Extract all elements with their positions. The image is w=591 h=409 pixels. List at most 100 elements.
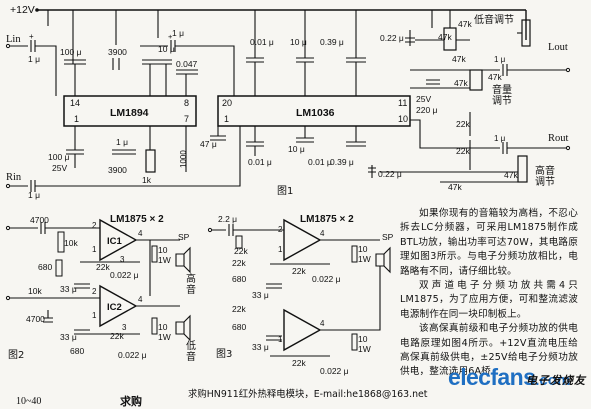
ic2-opamp <box>99 284 138 328</box>
lout-label: Lout <box>548 42 568 53</box>
c-47u: 47 μ <box>200 139 217 149</box>
logo-wordmark: elecfans.com <box>448 364 571 390</box>
c-1u-lin: 1 μ <box>28 54 40 64</box>
r-47k-d: 47k <box>448 182 462 192</box>
r-22k-b: 22k <box>456 146 470 156</box>
ic2-label: IC2 <box>107 302 122 313</box>
r-22k-fb-b-fig3: 22k <box>292 358 306 368</box>
ic1-label: IC1 <box>107 236 123 247</box>
sp-label-fig2: SP <box>178 232 190 242</box>
ic2-pin-3: 3 <box>122 323 127 332</box>
rin-label: Rin <box>6 172 22 183</box>
c-10u-b: 10 μ <box>290 37 307 47</box>
c-4700-b: 4700 <box>26 314 45 324</box>
c-022-a: 0.22 μ <box>380 33 404 43</box>
speaker-icon <box>175 314 191 342</box>
lin-label: Lin <box>6 34 21 45</box>
ic1-pin-1: 1 <box>92 245 97 254</box>
pin-7: 7 <box>184 114 189 124</box>
volume-adjust-label: 音量调节 <box>492 83 512 107</box>
ic3a-opamp <box>283 218 322 262</box>
r-47k-bass: 47k <box>458 19 472 29</box>
r-680-a: 680 <box>38 262 52 272</box>
woofer-label: 低音 <box>186 339 196 363</box>
c-001-b: 0.01 μ <box>248 157 272 167</box>
fig3-pin-1a: 1 <box>278 245 283 254</box>
r-47k-a: 47k <box>438 32 452 42</box>
svg-text:+: + <box>29 32 34 41</box>
pin-1: 1 <box>74 114 79 124</box>
figure-3-caption: 图3 <box>216 348 232 360</box>
figure-1-schematic: +12V Lin + 1 μ 100 μ 3900 10 μ 0.047 1 μ… <box>5 4 571 200</box>
speaker-icon <box>375 246 391 274</box>
r-22k-fb-b: 22k <box>110 331 124 341</box>
c-0022-b: 0.022 μ <box>118 350 147 360</box>
treble-pot <box>517 155 528 183</box>
c-039-b: 0.39 μ <box>330 157 354 167</box>
pin-11: 11 <box>398 98 407 108</box>
c-0022-b-fig3: 0.022 μ <box>320 366 349 376</box>
article-text: 如果你现有的音箱较为高档，不忍心拆去LC分频器，可采用LM1875制作成BTL功… <box>400 207 578 380</box>
article-paragraph-3: 该高保真前级和电子分频功放的供电电路原理如图4所示。+12V直流电压给高保真前级… <box>400 323 578 378</box>
r-680-a-fig3: 680 <box>232 274 246 284</box>
r-47k-treble: 47k <box>504 170 518 180</box>
supply-label: +12V <box>10 4 35 16</box>
ic1-pin-3: 3 <box>120 255 125 264</box>
lm1036-label: LM1036 <box>296 107 335 119</box>
ic3b-opamp <box>283 308 322 352</box>
r-47k-vol: 47k <box>488 72 502 82</box>
c-1u-b: 1 μ <box>116 137 128 147</box>
footer-ad: 求购HN911红外热释电模块，E-mail:he1868@163.net <box>188 389 428 400</box>
c-10u-a: 10 μ <box>158 44 175 54</box>
fig3-pin-2a: 2 <box>278 225 283 234</box>
page-number: 10~40 <box>16 396 42 407</box>
r-22k-a: 22k <box>456 119 470 129</box>
c-039-a: 0.39 μ <box>320 37 344 47</box>
r-10k-a: 10k <box>64 238 78 248</box>
c-33u-a: 33 μ <box>60 284 77 294</box>
pot-1k: 1k <box>142 175 152 185</box>
pin-10: 10 <box>398 114 408 124</box>
pin-20: 20 <box>222 98 232 108</box>
r-22k-a-fig3: 22k <box>232 258 246 268</box>
c-1u-rin: 1 μ <box>28 190 40 200</box>
r-3900-b: 3900 <box>108 165 127 175</box>
lm1894-chip <box>63 95 197 127</box>
c-4700-a: 4700 <box>30 215 49 225</box>
pin-8: 8 <box>184 98 189 108</box>
figure-2-schematic: LM1875 × 2 4700 10k 680 33 μ IC1 2 1 4 3… <box>5 214 196 363</box>
fig3-pin-4a: 4 <box>320 229 325 238</box>
fig3-pin-1b: 1 <box>278 335 283 344</box>
pin-1b: 1 <box>224 114 229 124</box>
ic2-pin-1: 1 <box>92 311 97 320</box>
c-33u-a-fig3: 33 μ <box>252 290 269 300</box>
article-paragraph-1: 如果你现有的音箱较为高档，不忍心拆去LC分频器，可采用LM1875制作成BTL功… <box>400 208 578 277</box>
lm1036-chip <box>217 95 411 127</box>
r-22k-in: 22k <box>234 246 248 256</box>
c-1u-top: 1 μ <box>172 28 184 38</box>
r-22k-fb-a-fig3: 22k <box>292 266 306 276</box>
c-1u-lout: 1 μ <box>494 55 506 64</box>
bass-adjust-label: 低音调节 <box>474 13 514 26</box>
c-022-b: 0.22 μ <box>378 169 402 179</box>
ic2-pin-2: 2 <box>92 287 97 296</box>
r-680-b: 680 <box>70 346 84 356</box>
ic1-pin-4: 4 <box>138 229 143 238</box>
c-33u-b: 33 μ <box>60 332 77 342</box>
c-33u-b-fig3: 33 μ <box>252 342 269 352</box>
logo-tagline: 电子发烧友 <box>526 374 586 387</box>
r-22k-fb-a: 22k <box>96 262 110 272</box>
speaker-icon <box>175 246 191 274</box>
figure-3-schematic: LM1875 × 2 2.2 μ 22k 22k 680 33 μ 1 4 2 … <box>207 214 394 376</box>
tweeter-label: 高音 <box>186 272 196 296</box>
c-0022-a-fig3: 0.022 μ <box>312 274 341 284</box>
figure-1-caption: 图1 <box>277 185 293 197</box>
r-680-b-fig3: 680 <box>232 322 246 332</box>
footer-fragment: 求购 <box>120 395 142 408</box>
r-47k-c: 47k <box>454 78 468 88</box>
